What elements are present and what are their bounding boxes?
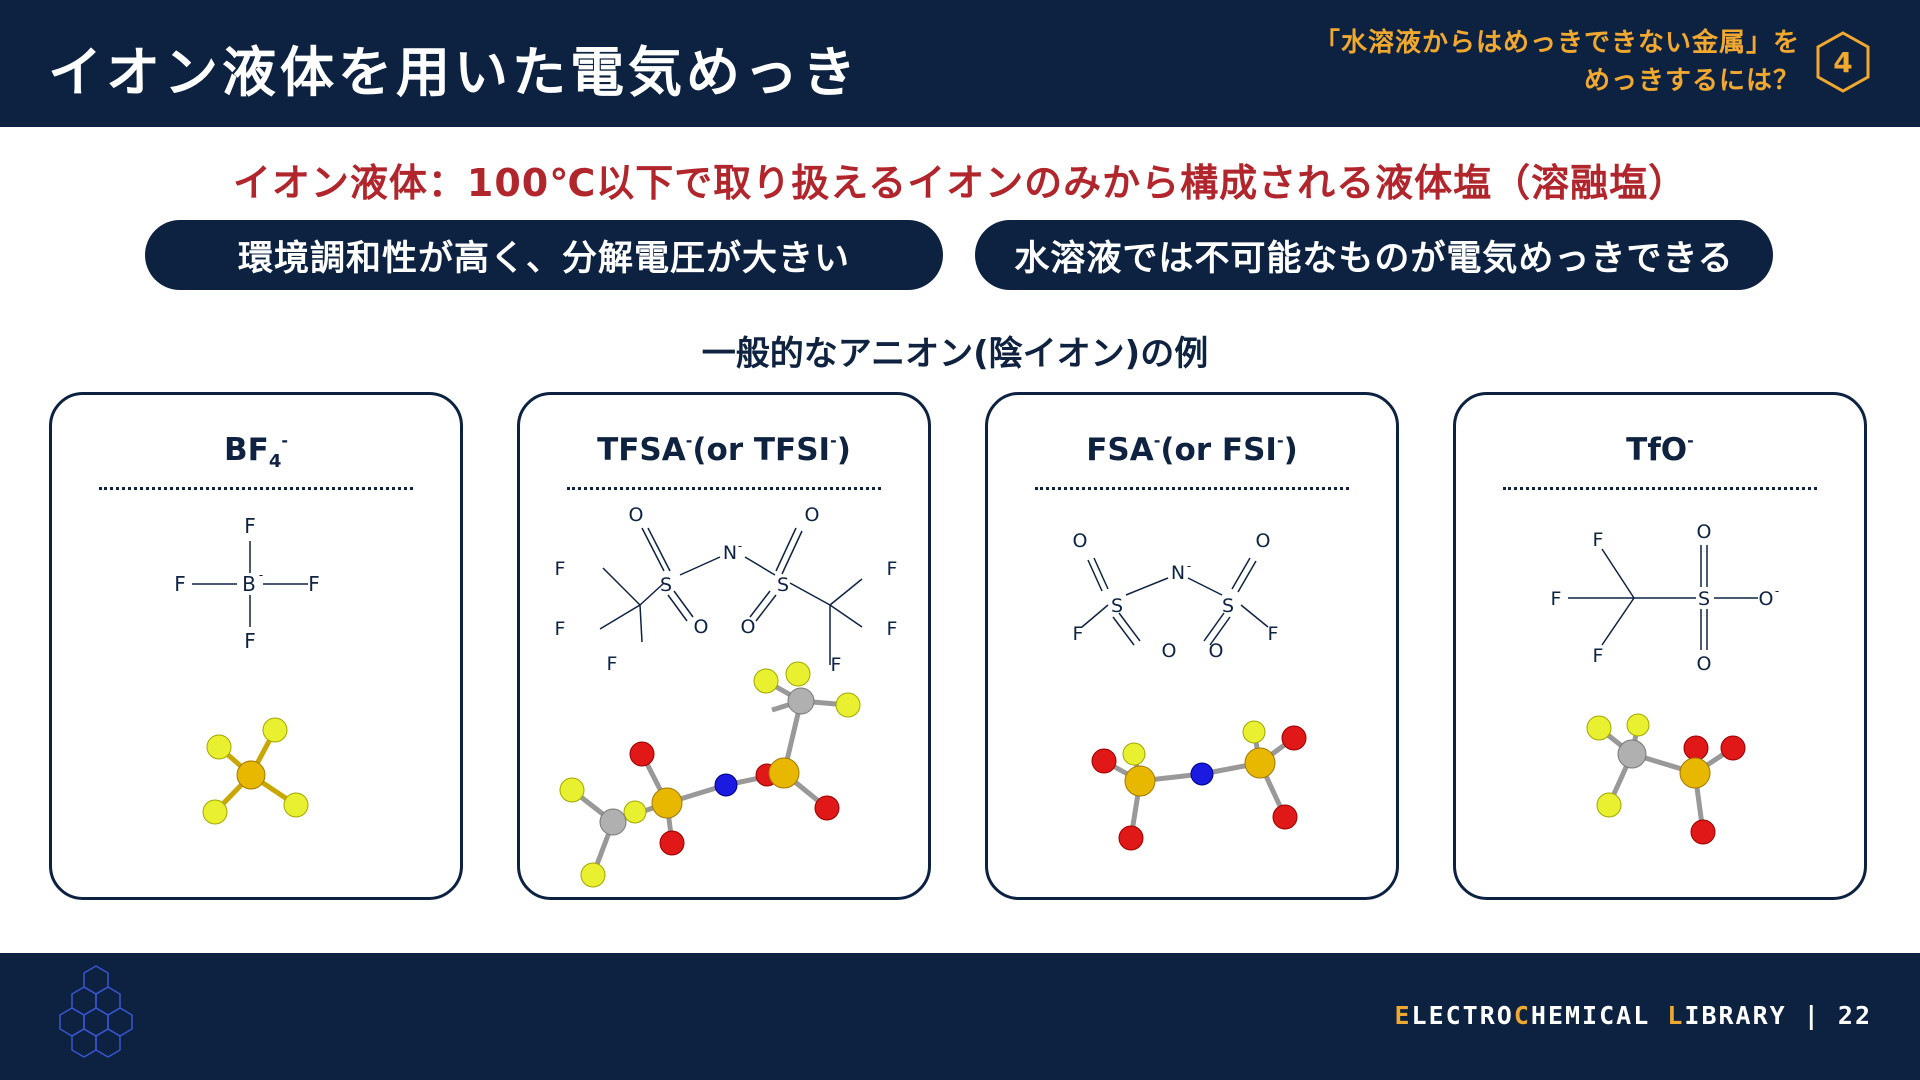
svg-text:O: O	[1073, 530, 1088, 552]
anion-card-title: TFSA-(or TFSI-)	[597, 431, 851, 468]
svg-text:S: S	[1698, 588, 1710, 610]
footer-bar: ELECTROCHEMICAL LIBRARY | 22	[0, 953, 1920, 1080]
svg-text:O: O	[1697, 521, 1712, 543]
svg-text:N: N	[1171, 562, 1185, 584]
svg-text:S: S	[1111, 595, 1123, 617]
page-number: 22	[1837, 1001, 1872, 1030]
svg-text:-: -	[1775, 584, 1779, 598]
svg-text:F: F	[555, 558, 566, 580]
svg-text:F: F	[1268, 623, 1279, 645]
anion-card-title: BF4-	[224, 431, 288, 473]
svg-text:S: S	[660, 574, 672, 596]
svg-text:-: -	[259, 568, 263, 582]
section-number: 4	[1833, 46, 1852, 79]
anion-card-title: FSA-(or FSI-)	[1086, 431, 1298, 468]
brand-label: ELECTROCHEMICAL LIBRARY | 22	[1394, 1001, 1872, 1030]
svg-text:F: F	[1593, 529, 1604, 551]
svg-text:O: O	[805, 504, 820, 526]
tfo-structure: FF FS OO O-	[1551, 521, 1779, 845]
svg-text:F: F	[1551, 588, 1562, 610]
svg-text:S: S	[1222, 595, 1234, 617]
svg-text:F: F	[244, 629, 256, 653]
svg-text:F: F	[887, 618, 898, 640]
section-number-hexagon-icon: 4	[1816, 31, 1870, 93]
divider	[1035, 487, 1349, 490]
svg-text:F: F	[174, 572, 186, 596]
header-bar: イオン液体を用いた電気めっき 「水溶液からはめっきできない金属」を めっきするに…	[0, 0, 1920, 127]
anion-card-bf4: BF4- F F F F B-	[49, 392, 463, 900]
feature-pill-eco: 環境調和性が高く、分解電圧が大きい	[145, 220, 943, 290]
divider	[99, 487, 413, 490]
separator: |	[1803, 1001, 1821, 1030]
bf4-structure: F F F F B-	[174, 514, 320, 825]
svg-text:O: O	[1256, 530, 1271, 552]
feature-pill-plating: 水溶液では不可能なものが電気めっきできる	[975, 220, 1773, 290]
svg-text:F: F	[308, 572, 320, 596]
section-question: 「水溶液からはめっきできない金属」を めっきするには？	[1314, 24, 1800, 100]
divider	[1503, 487, 1817, 490]
svg-text:F: F	[607, 653, 618, 675]
svg-text:F: F	[555, 618, 566, 640]
svg-text:N: N	[723, 542, 737, 564]
section-question-line2: めっきするには？	[1583, 66, 1800, 96]
section-question-line1: 「水溶液からはめっきできない金属」を	[1313, 28, 1800, 58]
svg-text:O: O	[1697, 653, 1712, 675]
page-title: イオン液体を用いた電気めっき	[48, 41, 860, 104]
svg-text:O: O	[694, 616, 709, 638]
ionic-liquid-definition: イオン液体：100℃以下で取り扱えるイオンのみから構成される液体塩（溶融塩）	[232, 161, 1688, 205]
svg-text:F: F	[831, 654, 842, 676]
svg-text:F: F	[1073, 623, 1084, 645]
svg-text:O: O	[1759, 588, 1774, 610]
svg-text:O: O	[629, 504, 644, 526]
svg-text:S: S	[777, 574, 789, 596]
svg-text:F: F	[244, 514, 256, 538]
fsa-structure: O F S O N- S O O F	[1073, 530, 1307, 851]
svg-text:F: F	[1593, 645, 1604, 667]
svg-text:O: O	[1162, 640, 1177, 662]
anion-examples-heading: 一般的なアニオン(陰イオン)の例	[701, 334, 1209, 374]
svg-text:-: -	[738, 539, 742, 553]
svg-text:O: O	[1209, 640, 1224, 662]
anion-card-title: TfO-	[1626, 431, 1694, 468]
hexagon-logo-icon	[59, 965, 133, 1058]
svg-text:F: F	[887, 558, 898, 580]
divider	[567, 487, 881, 490]
svg-text:-: -	[1187, 559, 1191, 573]
tfsa-structure: FF FS OO N- SO OF FF	[555, 504, 898, 888]
svg-text:O: O	[741, 616, 756, 638]
anion-card-fsa: FSA-(or FSI-) O F S O N- S O O F	[985, 392, 1399, 900]
svg-text:B: B	[242, 572, 256, 596]
